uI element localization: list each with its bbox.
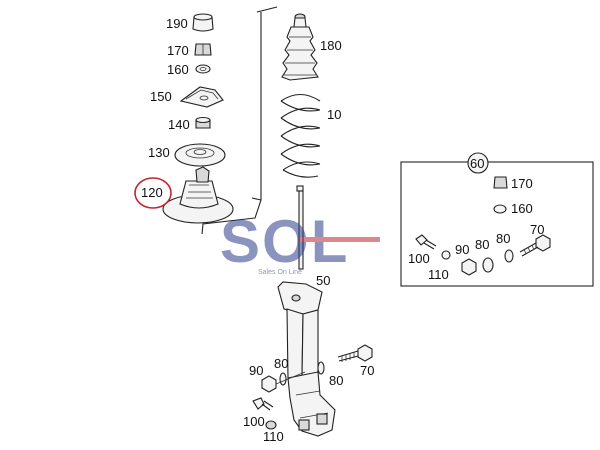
frame-leader bbox=[201, 6, 278, 235]
highlight-circle bbox=[134, 177, 172, 209]
part-100-bolt bbox=[252, 397, 274, 411]
watermark-bar bbox=[300, 237, 380, 242]
part-80-washer-right bbox=[317, 361, 325, 375]
label-180: 180 bbox=[320, 38, 342, 53]
part-120-strut-mount bbox=[162, 166, 234, 224]
part-190-cap bbox=[192, 13, 214, 32]
part-10-spring bbox=[280, 93, 321, 178]
label-90: 90 bbox=[249, 363, 263, 378]
inset-label-160: 160 bbox=[511, 201, 533, 216]
label-120: 120 bbox=[141, 185, 163, 200]
inset-label-90: 90 bbox=[455, 242, 469, 257]
inset-label-70: 70 bbox=[530, 222, 544, 237]
piston-rod bbox=[296, 185, 304, 270]
through-bolt-leader bbox=[275, 371, 306, 385]
part-160-washer bbox=[195, 64, 211, 74]
label-130: 130 bbox=[148, 145, 170, 160]
part-180-boot bbox=[281, 13, 319, 81]
part-110-nut bbox=[265, 420, 277, 430]
inset-label-110: 110 bbox=[428, 267, 449, 282]
part-80-washer-left bbox=[279, 372, 287, 386]
label-80a: 80 bbox=[274, 356, 288, 371]
label-100: 100 bbox=[243, 414, 265, 429]
label-140: 140 bbox=[168, 117, 190, 132]
watermark-tagline: Sales On Line bbox=[258, 269, 302, 276]
inset-label-100: 100 bbox=[408, 251, 430, 266]
part-70-bolt bbox=[337, 344, 373, 362]
part-90-nut bbox=[261, 375, 277, 393]
label-190: 190 bbox=[166, 16, 188, 31]
label-160: 160 bbox=[167, 62, 189, 77]
inset-label-60: 60 bbox=[470, 156, 484, 171]
label-170: 170 bbox=[167, 43, 189, 58]
label-150: 150 bbox=[150, 89, 172, 104]
inset-label-80b: 80 bbox=[496, 231, 510, 246]
part-50-shock-absorber bbox=[277, 281, 336, 437]
part-130-disc bbox=[174, 143, 226, 167]
inset-box-60: 60 170 160 100 110 90 80 80 70 bbox=[400, 152, 594, 287]
label-80b: 80 bbox=[329, 373, 343, 388]
label-50: 50 bbox=[316, 273, 330, 288]
part-170-nut bbox=[194, 43, 212, 56]
inset-label-80a: 80 bbox=[475, 237, 489, 252]
label-70: 70 bbox=[360, 363, 374, 378]
part-150-plate bbox=[179, 86, 224, 108]
inset-label-170: 170 bbox=[511, 176, 533, 191]
watermark: SOL Sales On Line bbox=[220, 208, 380, 276]
label-110: 110 bbox=[263, 429, 284, 444]
part-140-bush bbox=[195, 116, 211, 129]
label-10: 10 bbox=[327, 107, 341, 122]
